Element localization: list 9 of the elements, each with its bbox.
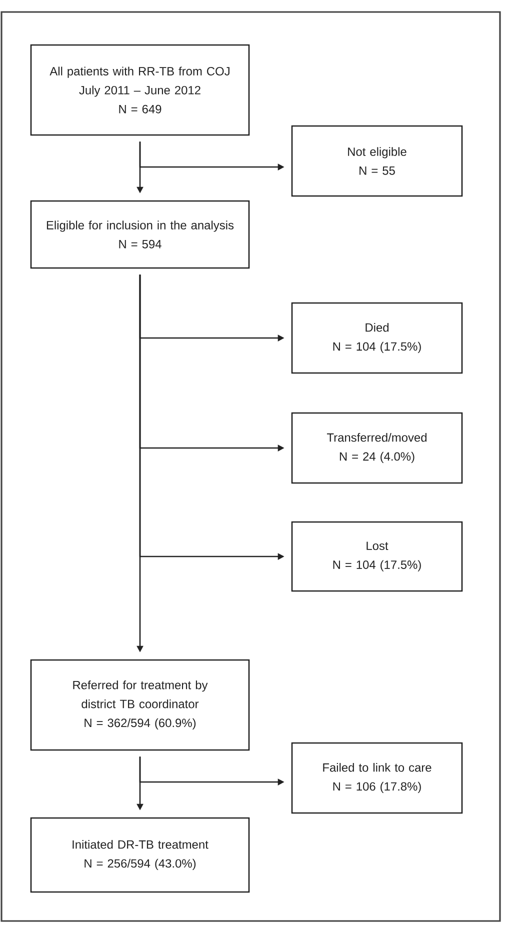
process-box: Died N = 104 (17.5%) [291,302,463,374]
process-box: Transferred/moved N = 24 (4.0%) [291,412,463,484]
process-box: Eligible for inclusion in the analysis N = 594 [30,200,250,269]
process-box: All patients with RR-TB from COJ July 2011 – June 2012 N = 649 [30,44,250,136]
process-box: Lost N = 104 (17.5%) [291,521,463,592]
process-box: Initiated DR-TB treatment N = 256/594 (43.0%) [30,817,250,893]
process-box: Referred for treatment by district TB coordinator N = 362/594 (60.9%) [30,659,250,751]
process-box: Not eligible N = 55 [291,125,463,197]
process-box: Failed to link to care N = 106 (17.8%) [291,742,463,814]
